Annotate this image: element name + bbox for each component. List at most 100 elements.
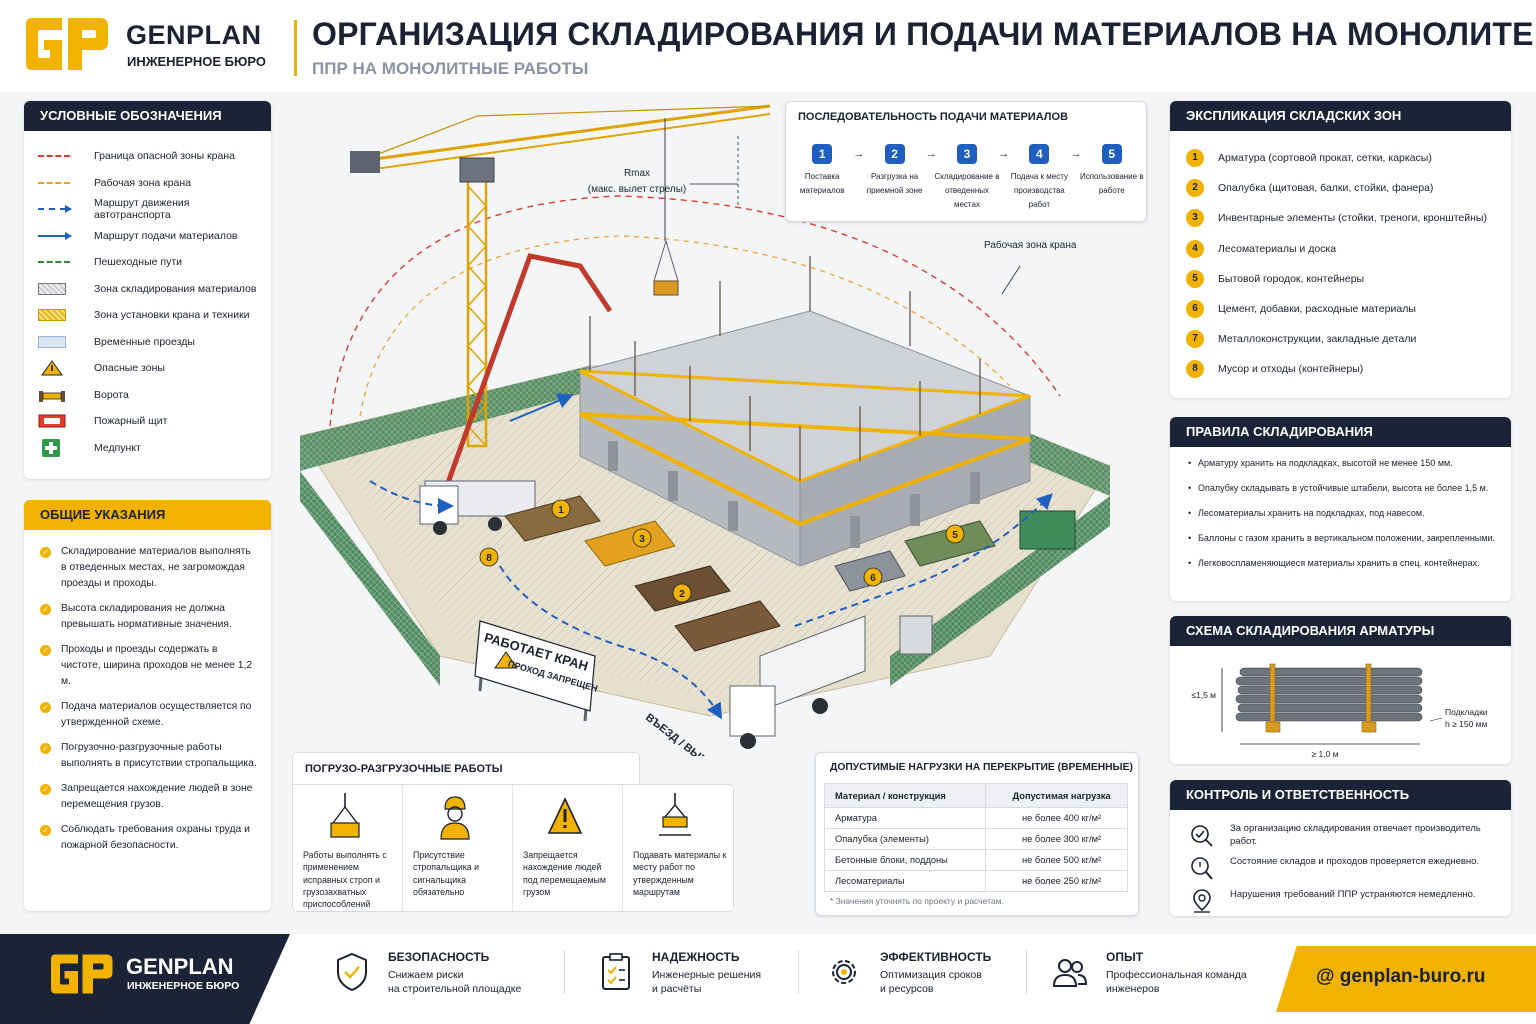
checklist-icon: [602, 953, 630, 990]
zone-number: 4: [1186, 239, 1204, 258]
legend-label: Пожарный щит: [94, 415, 168, 428]
control-panel: КОНТРОЛЬ И ОТВЕТСТВЕННОСТЬ За организаци…: [1170, 780, 1511, 916]
check-icon: ✓: [40, 784, 51, 795]
zone-label: Мусор и отходы (контейнеры): [1218, 363, 1364, 376]
step-number: 1: [812, 144, 833, 164]
rule-item: Баллоны с газом хранить в вертикальном п…: [1188, 532, 1497, 544]
control-item: За организацию складирования отвечает пр…: [1188, 822, 1497, 855]
orange-dashed-line-icon: [38, 181, 70, 184]
light-blue-box-icon: [38, 335, 66, 348]
blue-dashed-arrow-icon: [38, 205, 72, 214]
red-dashed-line-icon: [38, 155, 70, 158]
material-route: [509, 393, 574, 422]
zone-label: Опалубка (щитовая, балки, стойки, фанера…: [1218, 182, 1434, 195]
legend-item: Медпункт: [38, 435, 257, 462]
fence-back-left: [300, 366, 590, 471]
check-icon: ✓: [40, 743, 51, 754]
note-text: Складирование материалов выполнять в отв…: [61, 546, 251, 589]
footer-separator: [798, 950, 799, 994]
loading-title: ПОГРУЗО-РАЗГРУЗОЧНЫЕ РАБОТЫ: [292, 752, 640, 786]
fence-front-left: [300, 471, 440, 686]
zone-number: 6: [1186, 300, 1204, 319]
rebar-pads-sub: h ≥ 150 мм: [1445, 719, 1488, 729]
table-header-row: Материал / конструкция Допустимая нагруз…: [823, 783, 1128, 808]
loading-item: Присутствие стропальщика и сигнальщика о…: [403, 785, 513, 911]
note-item: ✓Складирование материалов выполнять в от…: [38, 544, 257, 592]
gate-icon: [39, 390, 65, 402]
inspection-icon: [1191, 857, 1213, 880]
location-icon: [1193, 889, 1211, 913]
page-title: ОРГАНИЗАЦИЯ СКЛАДИРОВАНИЯ И ПОДАЧИ МАТЕР…: [312, 16, 1534, 52]
footer-website-block: [1276, 946, 1536, 1012]
zone-number: 5: [1186, 269, 1204, 288]
header: GENPLAN ИНЖЕНЕРНОЕ БЮРО ОРГАНИЗАЦИЯ СКЛА…: [0, 0, 1536, 92]
footer-separator: [564, 950, 565, 994]
control-item: Нарушения требований ППР устраняются нем…: [1188, 888, 1497, 916]
rule-item: Опалубку складывать в устойчивые штабели…: [1188, 482, 1497, 494]
storage-badge-label: 8: [486, 553, 492, 564]
storage-badges: 1 2 3 5 6 8: [479, 499, 965, 603]
rule-item: Легковоспламеняющиеся материалы хранить …: [1188, 557, 1497, 569]
crane-danger-boundary: [329, 195, 1061, 427]
arrow-right-icon: →: [853, 148, 865, 160]
vehicle-route: [499, 565, 723, 720]
gray-hatched-box-icon: [38, 282, 66, 295]
rmax-subtitle: (макс. вылет стрелы): [587, 184, 687, 195]
rebar-width-label: ≥ 1,0 м: [1311, 749, 1338, 759]
site-illustration: 1 2 3 5 6 8 РАБОТАЕТ КРАН: [290, 96, 1170, 776]
responsible-icon: [1191, 825, 1213, 847]
gate-road-label: ВЪЕЗД / ВЫЕЗД: [643, 712, 721, 756]
note-text: Подача материалов осуществляется по утве…: [61, 701, 252, 728]
blue-solid-arrow-icon: [38, 231, 72, 240]
check-icon: ✓: [40, 645, 51, 656]
load-route-icon: [659, 793, 691, 836]
permitted-loads-panel: ДОПУСТИМЫЕ НАГРУЗКИ НА ПЕРЕКРЫТИЕ (ВРЕМЕ…: [815, 752, 1139, 916]
feature-title: ЭФФЕКТИВНОСТЬ: [880, 950, 992, 964]
zone-number: 1: [1186, 149, 1204, 168]
load-cell: не более 400 кг/м²: [985, 807, 1128, 829]
zone-number: 3: [1186, 209, 1204, 228]
website-link[interactable]: @ genplan-buro.ru: [1316, 966, 1486, 987]
legend-item: Ворота: [38, 382, 257, 409]
step-number: 4: [1029, 144, 1050, 164]
control-label: Нарушения требований ППР устраняются нем…: [1230, 889, 1476, 900]
note-item: ✓Погрузочно-разгрузочные работы выполнят…: [38, 740, 257, 772]
feature-title: НАДЕЖНОСТЬ: [652, 950, 740, 964]
material-cell: Бетонные блоки, поддоны: [823, 849, 987, 871]
first-aid-icon: [42, 438, 60, 457]
rebar-scheme-panel: СХЕМА СКЛАДИРОВАНИЯ АРМАТУРЫ ≤1,5 м ≥ 1,…: [1170, 616, 1511, 764]
zone-label: Цемент, добавки, расходные материалы: [1218, 303, 1416, 316]
monolith-building: [578, 256, 1032, 567]
green-dashed-line-icon: [38, 261, 70, 264]
step-label: Разгрузка на приемной зоне: [866, 172, 923, 195]
footer-separator: [1026, 950, 1027, 994]
step-label: Подача к месту производства работ: [1010, 172, 1068, 209]
material-cell: Лесоматериалы: [823, 870, 987, 892]
rmax-label: Rmax (макс. вылет стрелы): [577, 166, 697, 198]
shield-check-icon: [337, 952, 367, 992]
logo-name: GENPLAN: [126, 20, 262, 50]
note-item: ✓ Проходы и проезды содержать в чистоте, …: [38, 642, 257, 690]
step-number: 5: [1101, 144, 1122, 164]
loading-text: Работы выполнять с применением исправных…: [303, 850, 387, 910]
vehicle-route: [794, 493, 1053, 627]
legend-item: Зона складирования материалов: [38, 276, 257, 303]
column-header: Допустимая нагрузка: [985, 783, 1128, 808]
note-text: Проходы и проезды содержать в чистоте, ш…: [61, 644, 253, 687]
rule-item: Лесоматериалы хранить на подкладках, под…: [1188, 507, 1497, 519]
storage-badge-label: 1: [558, 505, 564, 516]
legend-item: Рабочая зона крана: [38, 170, 257, 197]
zone-number: 7: [1186, 330, 1204, 349]
zone-label: Арматура (сортовой прокат, сетки, каркас…: [1218, 152, 1432, 165]
general-notes-panel: ОБЩИЕ УКАЗАНИЯ ✓Складирование материалов…: [24, 500, 271, 911]
legend-label: Пешеходные пути: [94, 256, 182, 269]
